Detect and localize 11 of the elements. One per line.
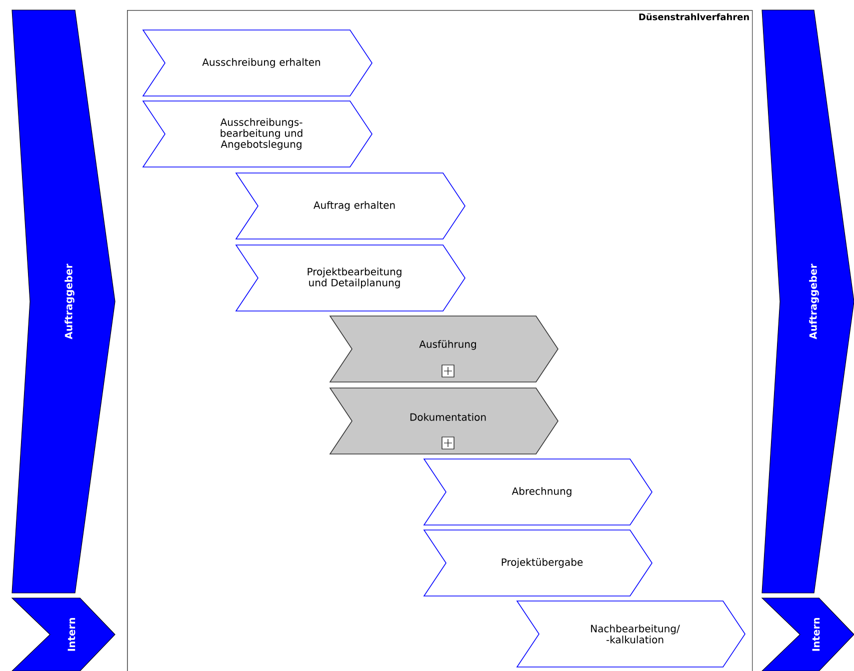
- process-step: Nachbearbeitung/ -kalkulation: [516, 600, 746, 668]
- process-step: Abrechnung: [423, 458, 652, 526]
- phase-band: Auftraggeber: [762, 10, 854, 594]
- process-step: Auftrag erhalten: [235, 172, 466, 240]
- phase-band: Intern: [11, 598, 116, 671]
- phase-band: Intern: [761, 598, 854, 671]
- process-step: Ausschreibung erhalten: [142, 30, 372, 96]
- phase-band: Auftraggeber: [12, 10, 116, 594]
- process-step: Projektbearbeitung und Detailplanung: [235, 244, 466, 312]
- process-step: Ausschreibungs- bearbeitung und Angebotslegung: [142, 100, 372, 168]
- process-step: Projektübergabe: [423, 530, 652, 596]
